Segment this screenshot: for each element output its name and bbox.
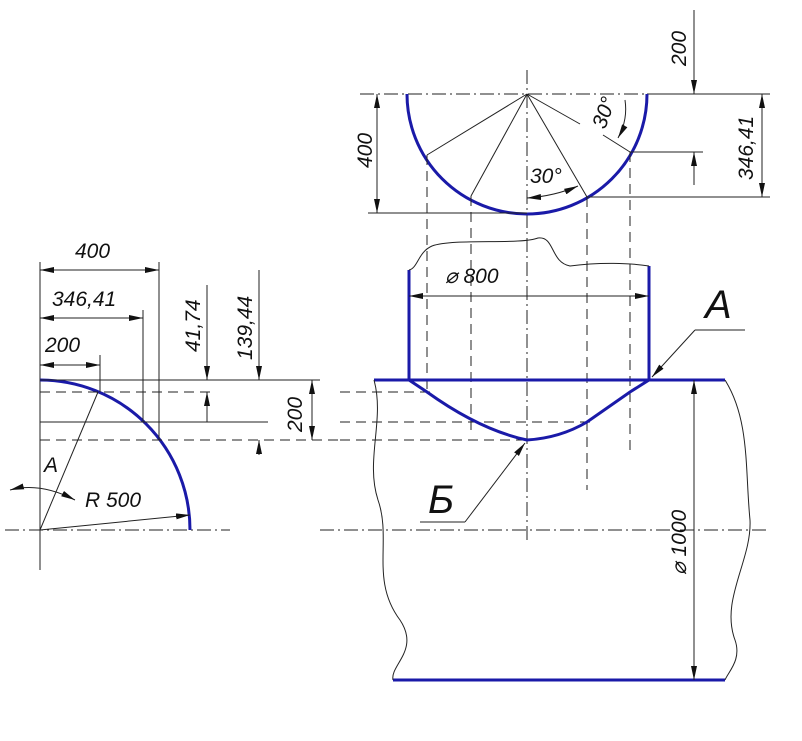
semicircle (405, 93, 649, 216)
left-view: 400 346,41 200 41,74 139,44 200 A R 500 (5, 240, 340, 570)
dim-200-h: 200 (44, 334, 80, 357)
dia-800: ⌀ 800 (445, 265, 499, 288)
angle-30-bottom: 30° (530, 165, 562, 188)
dim-346-41-top: 346,41 (735, 116, 758, 180)
dim-346-41: 346,41 (52, 288, 116, 311)
radius-label: R 500 (85, 489, 141, 512)
label-a: A (703, 283, 732, 327)
top-view: 400 200 346,41 30° 30° (354, 10, 770, 540)
front-view: ⌀ 800 ⌀ 1000 A Б (372, 237, 751, 682)
arc-r500 (39, 378, 192, 531)
angle-30-right: 30° (588, 94, 620, 132)
dim-200-top: 200 (668, 31, 691, 67)
label-b: Б (428, 478, 454, 522)
intersection-curve (408, 378, 650, 442)
angle-label-a: A (42, 454, 58, 477)
dia-1000: ⌀ 1000 (668, 509, 691, 575)
dim-139-44: 139,44 (234, 296, 257, 360)
dim-200-v: 200 (284, 397, 307, 433)
dim-400: 400 (75, 240, 110, 263)
dim-400-top: 400 (354, 133, 377, 168)
dim-41-74: 41,74 (182, 299, 205, 352)
projection-lines (320, 152, 770, 531)
